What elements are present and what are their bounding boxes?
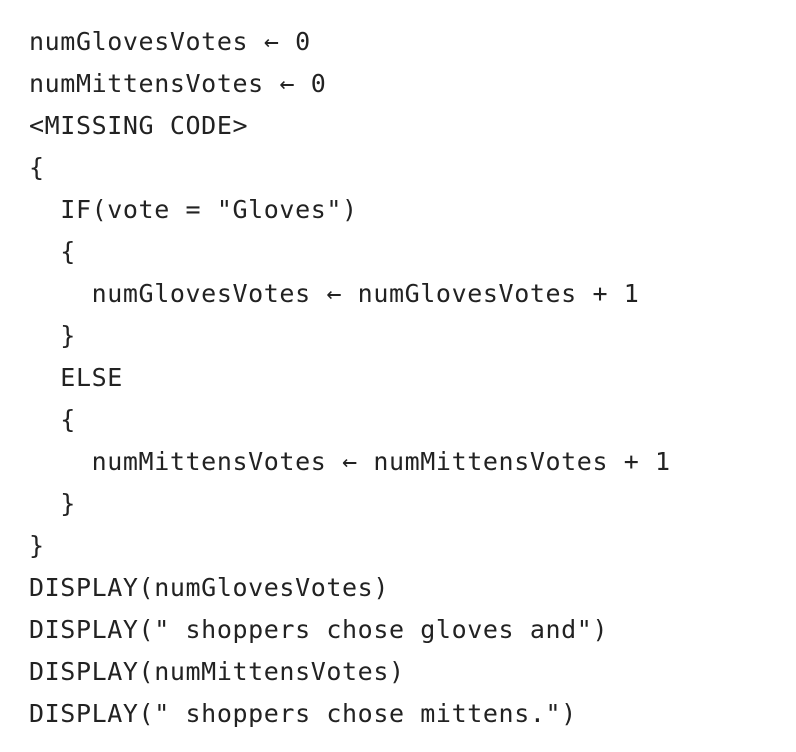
code-line: } (29, 531, 45, 560)
code-line: IF(vote = "Gloves") (29, 195, 358, 224)
code-listing: numGlovesVotes ← 0 numMittensVotes ← 0 <… (29, 21, 671, 735)
code-line: numMittensVotes ← 0 (29, 69, 327, 98)
code-line: DISPLAY(" shoppers chose gloves and") (29, 615, 609, 644)
missing-code-placeholder: <MISSING CODE> (29, 111, 249, 140)
code-line: numGlovesVotes ← numGlovesVotes + 1 (29, 279, 640, 308)
code-line: } (29, 489, 76, 518)
code-line: numGlovesVotes ← 0 (29, 27, 311, 56)
code-line: } (29, 321, 76, 350)
code-line: { (29, 405, 76, 434)
code-line: DISPLAY(numMittensVotes) (29, 657, 405, 686)
code-line: ELSE (29, 363, 123, 392)
code-line: DISPLAY(numGlovesVotes) (29, 573, 389, 602)
code-line: { (29, 237, 76, 266)
code-line: numMittensVotes ← numMittensVotes + 1 (29, 447, 671, 476)
code-line: { (29, 153, 45, 182)
code-line: DISPLAY(" shoppers chose mittens.") (29, 699, 577, 728)
